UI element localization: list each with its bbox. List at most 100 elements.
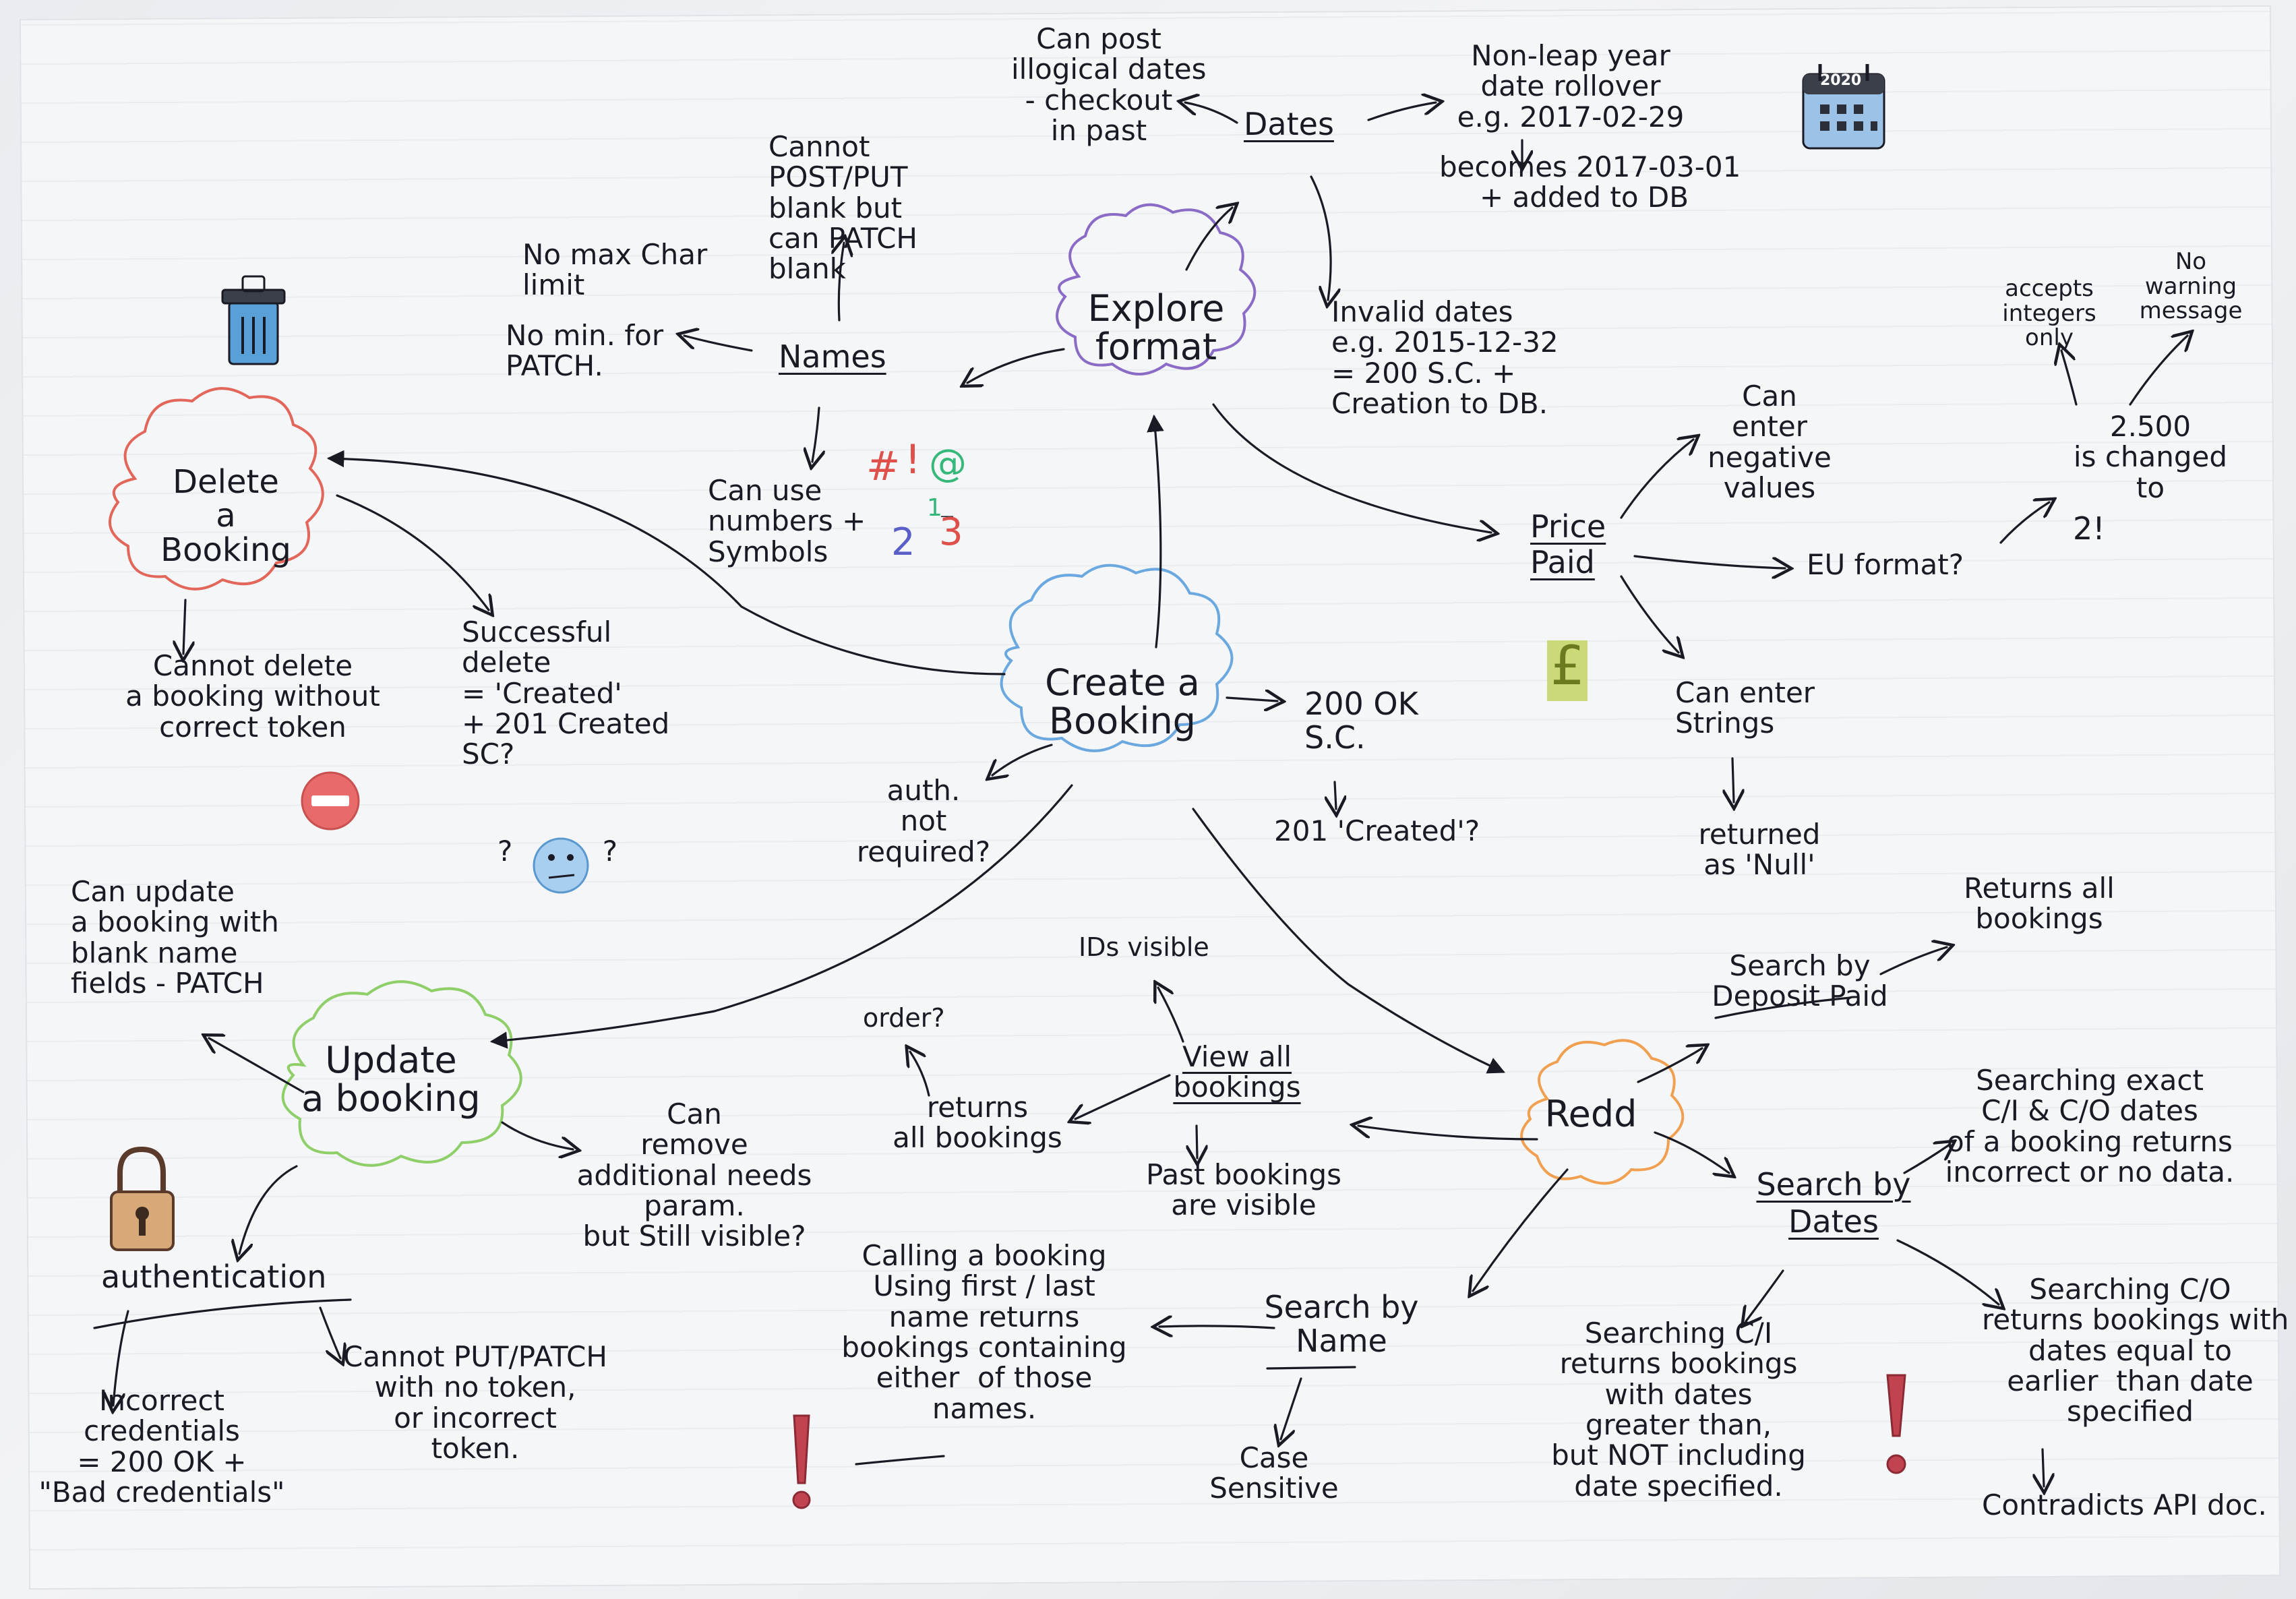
- price-warning: No warning message: [2139, 248, 2243, 325]
- search-name-calling: Calling a booking Using first / last nam…: [841, 1239, 1127, 1425]
- dates-becomes: becomes 2017-03-01 + added to DB: [1439, 150, 1741, 214]
- delete-token: Cannot delete a booking without correct …: [125, 649, 380, 744]
- names-blank: Cannot POST/PUT blank but can PATCH blan…: [768, 130, 918, 286]
- search-dates-exact: Searching exact C/I & C/O dates of a boo…: [1945, 1064, 2235, 1189]
- node-create-booking: Create a Booking: [1045, 661, 1200, 742]
- link-auth-put: [319, 1306, 340, 1358]
- underline-search-deposit: [1714, 996, 1852, 1019]
- update-blank: Can update a booking with blank name fie…: [71, 875, 279, 1000]
- link-returns-order: [910, 1052, 930, 1097]
- link-dates-co: [1896, 1239, 1999, 1304]
- node-read: Redd: [1544, 1093, 1637, 1135]
- cloud-read: [1520, 1039, 1685, 1185]
- confused-face-icon: [533, 837, 589, 894]
- link-explore-dates: [1185, 208, 1232, 271]
- link-name-case: [1281, 1377, 1302, 1439]
- underline-search-name: [1266, 1366, 1356, 1370]
- price-eu: EU format?: [1807, 548, 1964, 581]
- names-min: No min. for PATCH.: [506, 319, 664, 383]
- viewall-order: order?: [863, 1003, 945, 1033]
- search-deposit-returns: Returns all bookings: [1964, 872, 2115, 936]
- link-ok-created: [1335, 781, 1336, 809]
- link-dates-invalid: [1310, 175, 1331, 300]
- link-delete-success: [336, 494, 489, 610]
- symbol-bang: !: [905, 436, 922, 483]
- link-deposit-returns: [1879, 947, 1947, 975]
- auth-incorrect: Incorrect credentials = 200 OK + "Bad cr…: [38, 1384, 285, 1509]
- symbol-one: 1: [927, 494, 942, 522]
- price-null: returned as 'Null': [1698, 818, 1821, 882]
- link-center-delete: [326, 450, 1006, 675]
- search-name: Search by Name: [1264, 1289, 1419, 1359]
- underline-calling-either: [855, 1455, 945, 1466]
- link-center-ok: [1226, 698, 1277, 701]
- auth-put: Cannot PUT/PATCH with no token, or incor…: [343, 1340, 607, 1466]
- link-dates-leap: [1367, 102, 1436, 121]
- symbol-two: 2: [891, 520, 915, 564]
- link-price-strings: [1620, 575, 1679, 653]
- link-center-auth: [992, 744, 1053, 775]
- calendar-year: 2020: [1820, 72, 1862, 89]
- pound-sign-glyph: £: [1550, 634, 1585, 697]
- price-changed: 2.500 is changed to: [2073, 410, 2228, 504]
- link-read-name: [1473, 1168, 1569, 1291]
- names-symbols: Can use numbers + Symbols: [708, 474, 866, 568]
- node-explore-format: Explore format: [1087, 287, 1225, 368]
- link-explore-names: [967, 348, 1065, 383]
- link-read-deposit: [1637, 1048, 1702, 1083]
- link-price-eu: [1633, 555, 1785, 568]
- link-read-dates: [1654, 1131, 1729, 1173]
- search-ci: Searching C/I returns bookings with date…: [1551, 1317, 1806, 1503]
- price-negative: Can enter negative values: [1708, 380, 1832, 505]
- link-strings-null: [1732, 757, 1734, 802]
- cloud-center: [1000, 564, 1234, 752]
- symbol-three: 3: [939, 510, 963, 554]
- link-names-symbols: [812, 406, 819, 462]
- link-center-read: [1192, 808, 1505, 1074]
- created-text: 201 'Created'?: [1274, 814, 1480, 847]
- link-changed-integers: [2061, 351, 2078, 406]
- cloud-delete: [109, 387, 324, 591]
- search-deposit: Search by Deposit Paid: [1712, 949, 1888, 1013]
- symbol-hash: #: [866, 443, 901, 490]
- dates-illogical: Can post illogical dates - checkout in p…: [1011, 22, 1207, 148]
- viewall-returns: returns all bookings: [893, 1091, 1062, 1155]
- search-co-contradicts: Contradicts API doc.: [1982, 1488, 2267, 1521]
- viewall-title: View all bookings: [1173, 1040, 1301, 1104]
- viewall-past: Past bookings are visible: [1145, 1158, 1342, 1222]
- link-viewall-ids: [1158, 988, 1184, 1043]
- update-remove: Can remove additional needs param. but S…: [576, 1097, 812, 1253]
- link-delete-token: [183, 599, 185, 654]
- symbol-at: @: [929, 442, 967, 485]
- calendar-icon: [1802, 64, 1885, 150]
- underline-authentication: [93, 1298, 352, 1329]
- cloud-update: [281, 980, 522, 1167]
- search-co: Searching C/O returns bookings with date…: [1982, 1273, 2289, 1428]
- link-dates-exact: [1903, 1145, 1950, 1174]
- ok-text: 200 OK S.C.: [1304, 686, 1418, 756]
- exclamation-icon: [792, 1374, 1906, 1509]
- link-read-viewall: [1358, 1126, 1538, 1141]
- pound-sign-icon: [1547, 640, 1588, 701]
- link-dates-illogical: [1185, 102, 1238, 124]
- dates-title: Dates: [1244, 106, 1334, 142]
- link-center-explore: [1147, 414, 1164, 648]
- cloud-explore: [1056, 203, 1257, 375]
- dates-leap: Non-leap year date rollover e.g. 2017-02…: [1457, 39, 1685, 133]
- link-update-auth: [239, 1165, 298, 1254]
- link-update-remove: [501, 1121, 573, 1149]
- search-name-case: Case Sensitive: [1209, 1441, 1339, 1505]
- symbol-fraction-bar: —: [940, 508, 954, 524]
- no-entry-icon: [301, 771, 360, 831]
- price-strings: Can enter Strings: [1675, 676, 1815, 740]
- link-eu-changed: [1999, 502, 2049, 544]
- names-maxchar: No max Char limit: [522, 238, 708, 302]
- delete-success: Successful delete = 'Created' + 201 Crea…: [462, 615, 670, 771]
- link-dates-ci: [1746, 1269, 1784, 1321]
- link-center-update: [489, 784, 1073, 1049]
- names-title: Names: [779, 338, 886, 375]
- auth-title: authentication: [101, 1259, 327, 1295]
- node-delete-booking: Delete a Booking: [160, 463, 291, 569]
- link-update-blank: [209, 1038, 305, 1093]
